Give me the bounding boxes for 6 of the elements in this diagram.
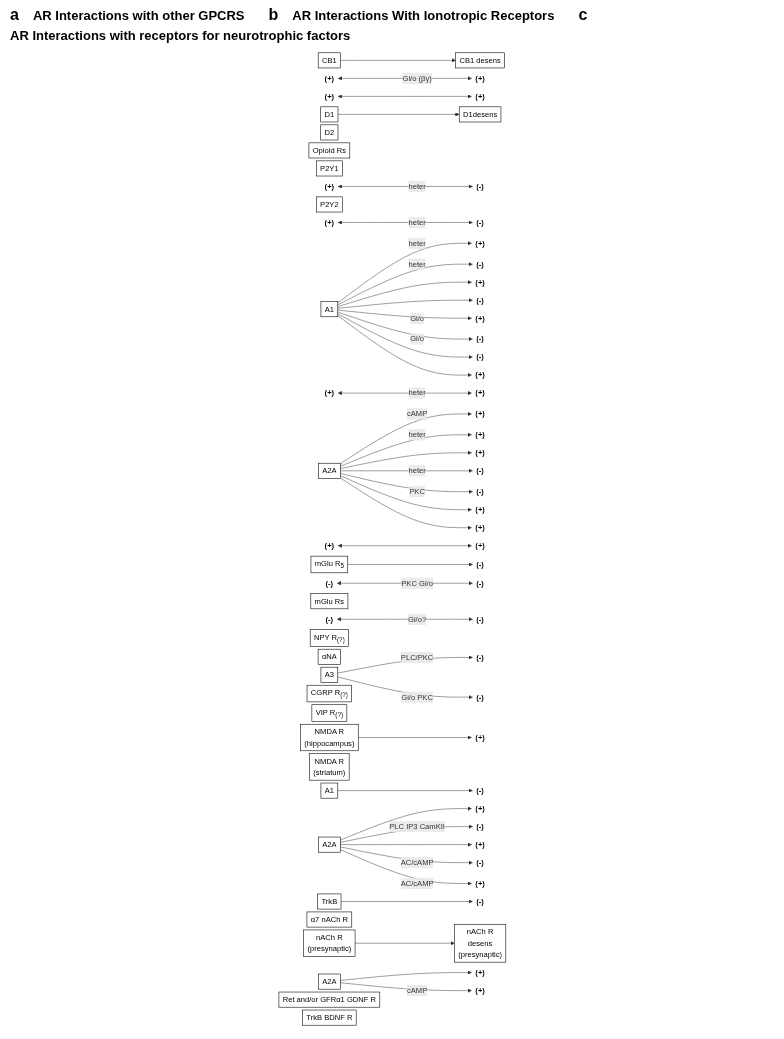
- panel-heading: AR Interactions with receptors for neurotrophic factors: [10, 28, 351, 43]
- panel-letter: a: [10, 6, 19, 24]
- panel-heading: AR Interactions with other GPCRS: [32, 8, 245, 23]
- panel-letter: c: [578, 6, 588, 24]
- panel-letter: b: [268, 6, 279, 24]
- panel-heading: AR Interactions With Ionotropic Receptors: [292, 8, 555, 23]
